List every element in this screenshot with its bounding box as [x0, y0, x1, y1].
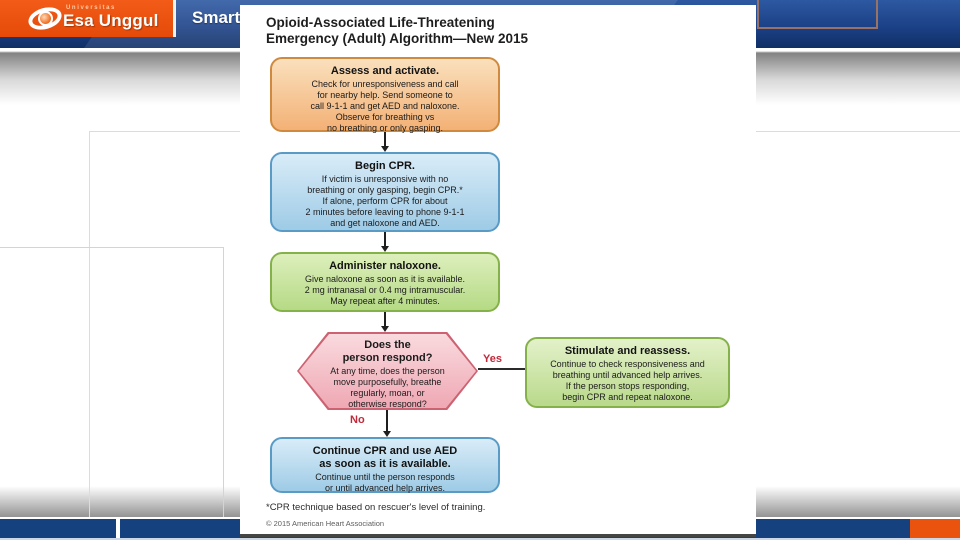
assess-activate-title: Assess and activate.: [330, 65, 440, 77]
arrow-assess-to-cpr: [384, 132, 386, 147]
does-person-respond-decision: Does the person respond? At any time, do…: [297, 332, 478, 410]
stimulate-reassess-box: Stimulate and reassess. Continue to chec…: [525, 337, 730, 408]
arrow-cpr-to-naloxone: [384, 232, 386, 247]
decor-line-horizontal-2: [0, 247, 223, 248]
arrow-naloxone-to-decision: [384, 312, 386, 327]
university-name: Esa Unggul: [63, 11, 159, 30]
decor-line-vertical-2: [223, 247, 224, 517]
yes-label: Yes: [483, 353, 502, 365]
footer-underline: [0, 538, 960, 540]
decor-line-vertical-1: [89, 131, 90, 517]
administer-naloxone-body: Give naloxone as soon as it is available…: [304, 274, 466, 306]
aha-copyright: © 2015 American Heart Association: [266, 519, 385, 528]
begin-cpr-box: Begin CPR. If victim is unresponsive wit…: [270, 152, 500, 232]
administer-naloxone-title: Administer naloxone.: [329, 260, 441, 272]
decision-body: At any time, does the person move purpos…: [330, 366, 445, 409]
continue-cpr-box: Continue CPR and use AED as soon as it i…: [270, 437, 500, 493]
logo-divider: [173, 0, 176, 37]
cpr-footnote: *CPR technique based on rescuer's level …: [266, 502, 486, 513]
arrowhead-assess-to-cpr: [381, 146, 389, 152]
algorithm-panel: Opioid-Associated Life-Threatening Emerg…: [240, 5, 756, 537]
yes-connector-line: [478, 368, 525, 370]
arrowhead-cpr-to-naloxone: [381, 246, 389, 252]
header-deco-rectangle: [757, 0, 878, 29]
begin-cpr-body: If victim is unresponsive with no breath…: [305, 174, 465, 228]
university-label: Universitas: [66, 5, 116, 11]
header-slogan: Smart,: [192, 8, 245, 27]
begin-cpr-title: Begin CPR.: [355, 160, 415, 172]
footer-bar-gap: [116, 519, 120, 538]
arrowhead-decision-to-continue: [383, 431, 391, 437]
stimulate-reassess-title: Stimulate and reassess.: [564, 345, 691, 357]
administer-naloxone-box: Administer naloxone. Give naloxone as so…: [270, 252, 500, 312]
arrowhead-naloxone-to-decision: [381, 326, 389, 332]
decision-title: Does the person respond?: [342, 339, 433, 364]
algorithm-title: Opioid-Associated Life-Threatening Emerg…: [266, 15, 529, 46]
no-label: No: [350, 414, 365, 426]
esa-unggul-logo-icon: [25, 3, 67, 34]
footer-bar-orange: [910, 519, 960, 538]
assess-activate-box: Assess and activate. Check for unrespons…: [270, 57, 500, 133]
continue-cpr-title: Continue CPR and use AED as soon as it i…: [312, 445, 458, 470]
university-logo-box: Universitas Esa Unggul: [0, 0, 173, 37]
stimulate-reassess-body: Continue to check responsiveness and bre…: [550, 359, 705, 402]
assess-activate-body: Check for unresponsiveness and call for …: [310, 79, 460, 133]
continue-cpr-body: Continue until the person responds or un…: [315, 472, 455, 493]
arrow-decision-to-continue: [386, 410, 388, 432]
